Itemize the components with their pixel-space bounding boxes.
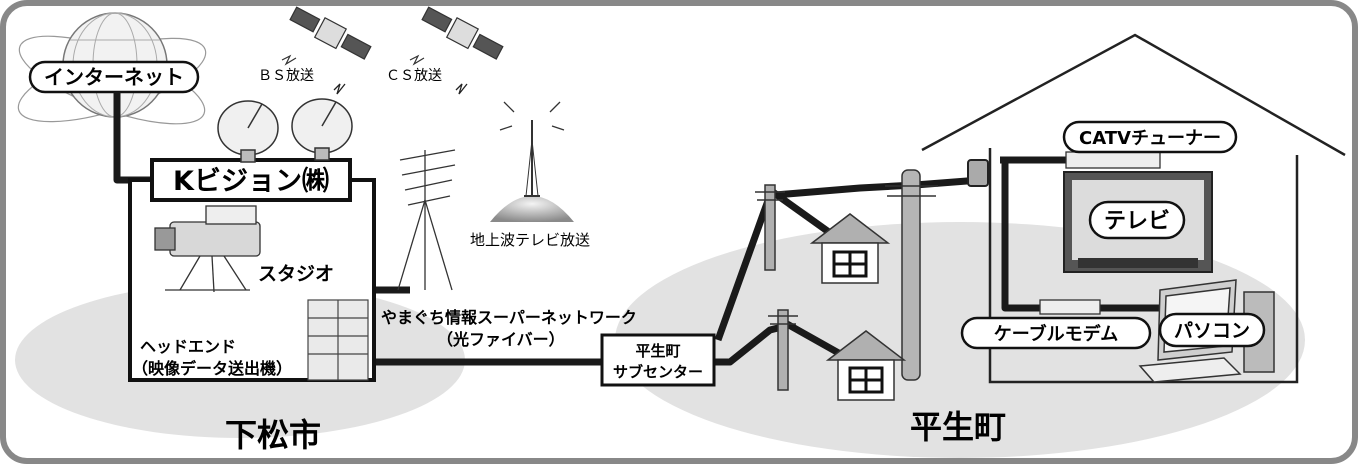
house-icon <box>809 213 891 284</box>
hirao-label: 平生町 <box>910 408 1006 446</box>
satellite-dish-icon <box>217 98 353 163</box>
broadcast-tower-icon <box>490 101 574 222</box>
home-walls <box>988 148 1299 384</box>
bs-signal-icon <box>333 83 346 95</box>
bs-label: ＢＳ放送 <box>258 68 314 84</box>
catv-tuner-label-text: CATVチューナー <box>1079 128 1221 149</box>
pc-label: パソコン <box>1158 312 1266 348</box>
pc-label-text: パソコン <box>1174 320 1250 342</box>
bs-satellite-icon <box>281 6 372 66</box>
subcenter-label-line2: サブセンター <box>613 363 703 381</box>
headend-rack-icon <box>307 299 369 381</box>
utility-pole-icon <box>885 169 938 381</box>
tv-label-text: テレビ <box>1104 209 1170 234</box>
studio-label: スタジオ <box>258 263 334 285</box>
subcenter-box <box>600 333 716 387</box>
tap-box-icon <box>967 159 989 187</box>
cs-signal-icon <box>455 83 468 95</box>
network-label-line2: （光ファイバー） <box>437 330 565 349</box>
subcenter-label-line1: 平生町 <box>635 342 680 360</box>
cs-satellite-icon <box>409 6 504 66</box>
headend-label-line1: ヘッドエンド <box>140 337 236 356</box>
tv-label: テレビ <box>1088 200 1186 240</box>
internet-label: インターネット <box>28 60 200 94</box>
cable-modem-label: ケーブルモデム <box>960 316 1152 350</box>
home-roof <box>921 33 1346 157</box>
hirao-region <box>615 222 1305 458</box>
network-label-line1: やまぐち情報スーパーネットワーク <box>381 308 637 327</box>
utility-pole-icon <box>755 184 785 271</box>
subcenter-to-upper-pole-line <box>714 193 774 342</box>
house-icon <box>825 330 907 401</box>
terrestrial-label: 地上波テレビ放送 <box>470 231 590 249</box>
cs-label: ＣＳ放送 <box>386 68 442 84</box>
shimomatsu-label: 下松市 <box>225 416 321 454</box>
headend-label-line2: （映像データ送出機） <box>132 359 292 378</box>
utility-pole-icon <box>768 309 798 391</box>
cable-modem-device <box>1039 299 1101 315</box>
kvision-label-box <box>150 158 352 202</box>
home-wiring-line <box>1001 160 1040 312</box>
catv-tuner-label: CATVチューナー <box>1062 120 1238 154</box>
cable-modem-label-text: ケーブルモデム <box>994 323 1119 345</box>
kvision-label: Kビジョン㈱ <box>173 166 329 197</box>
catv-tuner-device <box>1065 151 1161 169</box>
internet-label-text: インターネット <box>44 65 184 89</box>
tv-antenna-icon <box>397 149 456 291</box>
studio-camera-icon <box>154 205 261 293</box>
